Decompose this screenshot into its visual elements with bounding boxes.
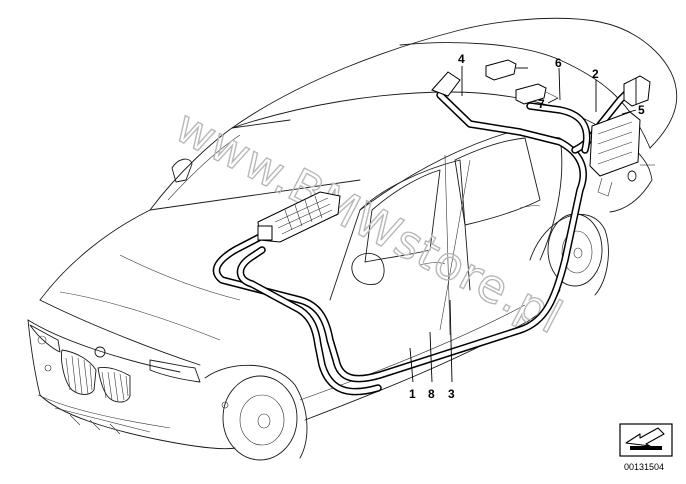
document-id: 00131504	[624, 462, 664, 472]
leader-lines	[409, 66, 637, 383]
callout-7: 7	[538, 97, 545, 111]
car-body-outline	[27, 17, 678, 461]
callout-8: 8	[428, 387, 435, 401]
watermark: www.BMWstore.pl	[167, 99, 572, 345]
antenna-amplifier-module	[257, 191, 341, 243]
callouts: 1 8 3 4 6 2 5 7	[409, 52, 645, 401]
direction-arrow-icon	[625, 427, 665, 447]
module-7	[515, 83, 559, 105]
front-wheel	[204, 364, 308, 461]
kidney-grille	[61, 349, 131, 403]
roof-antenna-fin	[431, 71, 461, 97]
module-6	[485, 59, 528, 81]
badge-icon	[94, 346, 106, 358]
callout-2: 2	[592, 67, 599, 81]
bracket-module	[623, 75, 651, 107]
callout-3: 3	[448, 387, 455, 401]
callout-6: 6	[555, 56, 562, 70]
callout-5: 5	[638, 103, 645, 117]
callout-4: 4	[458, 52, 465, 66]
control-unit	[589, 111, 641, 197]
callout-1: 1	[409, 387, 416, 401]
direction-box	[619, 423, 673, 457]
